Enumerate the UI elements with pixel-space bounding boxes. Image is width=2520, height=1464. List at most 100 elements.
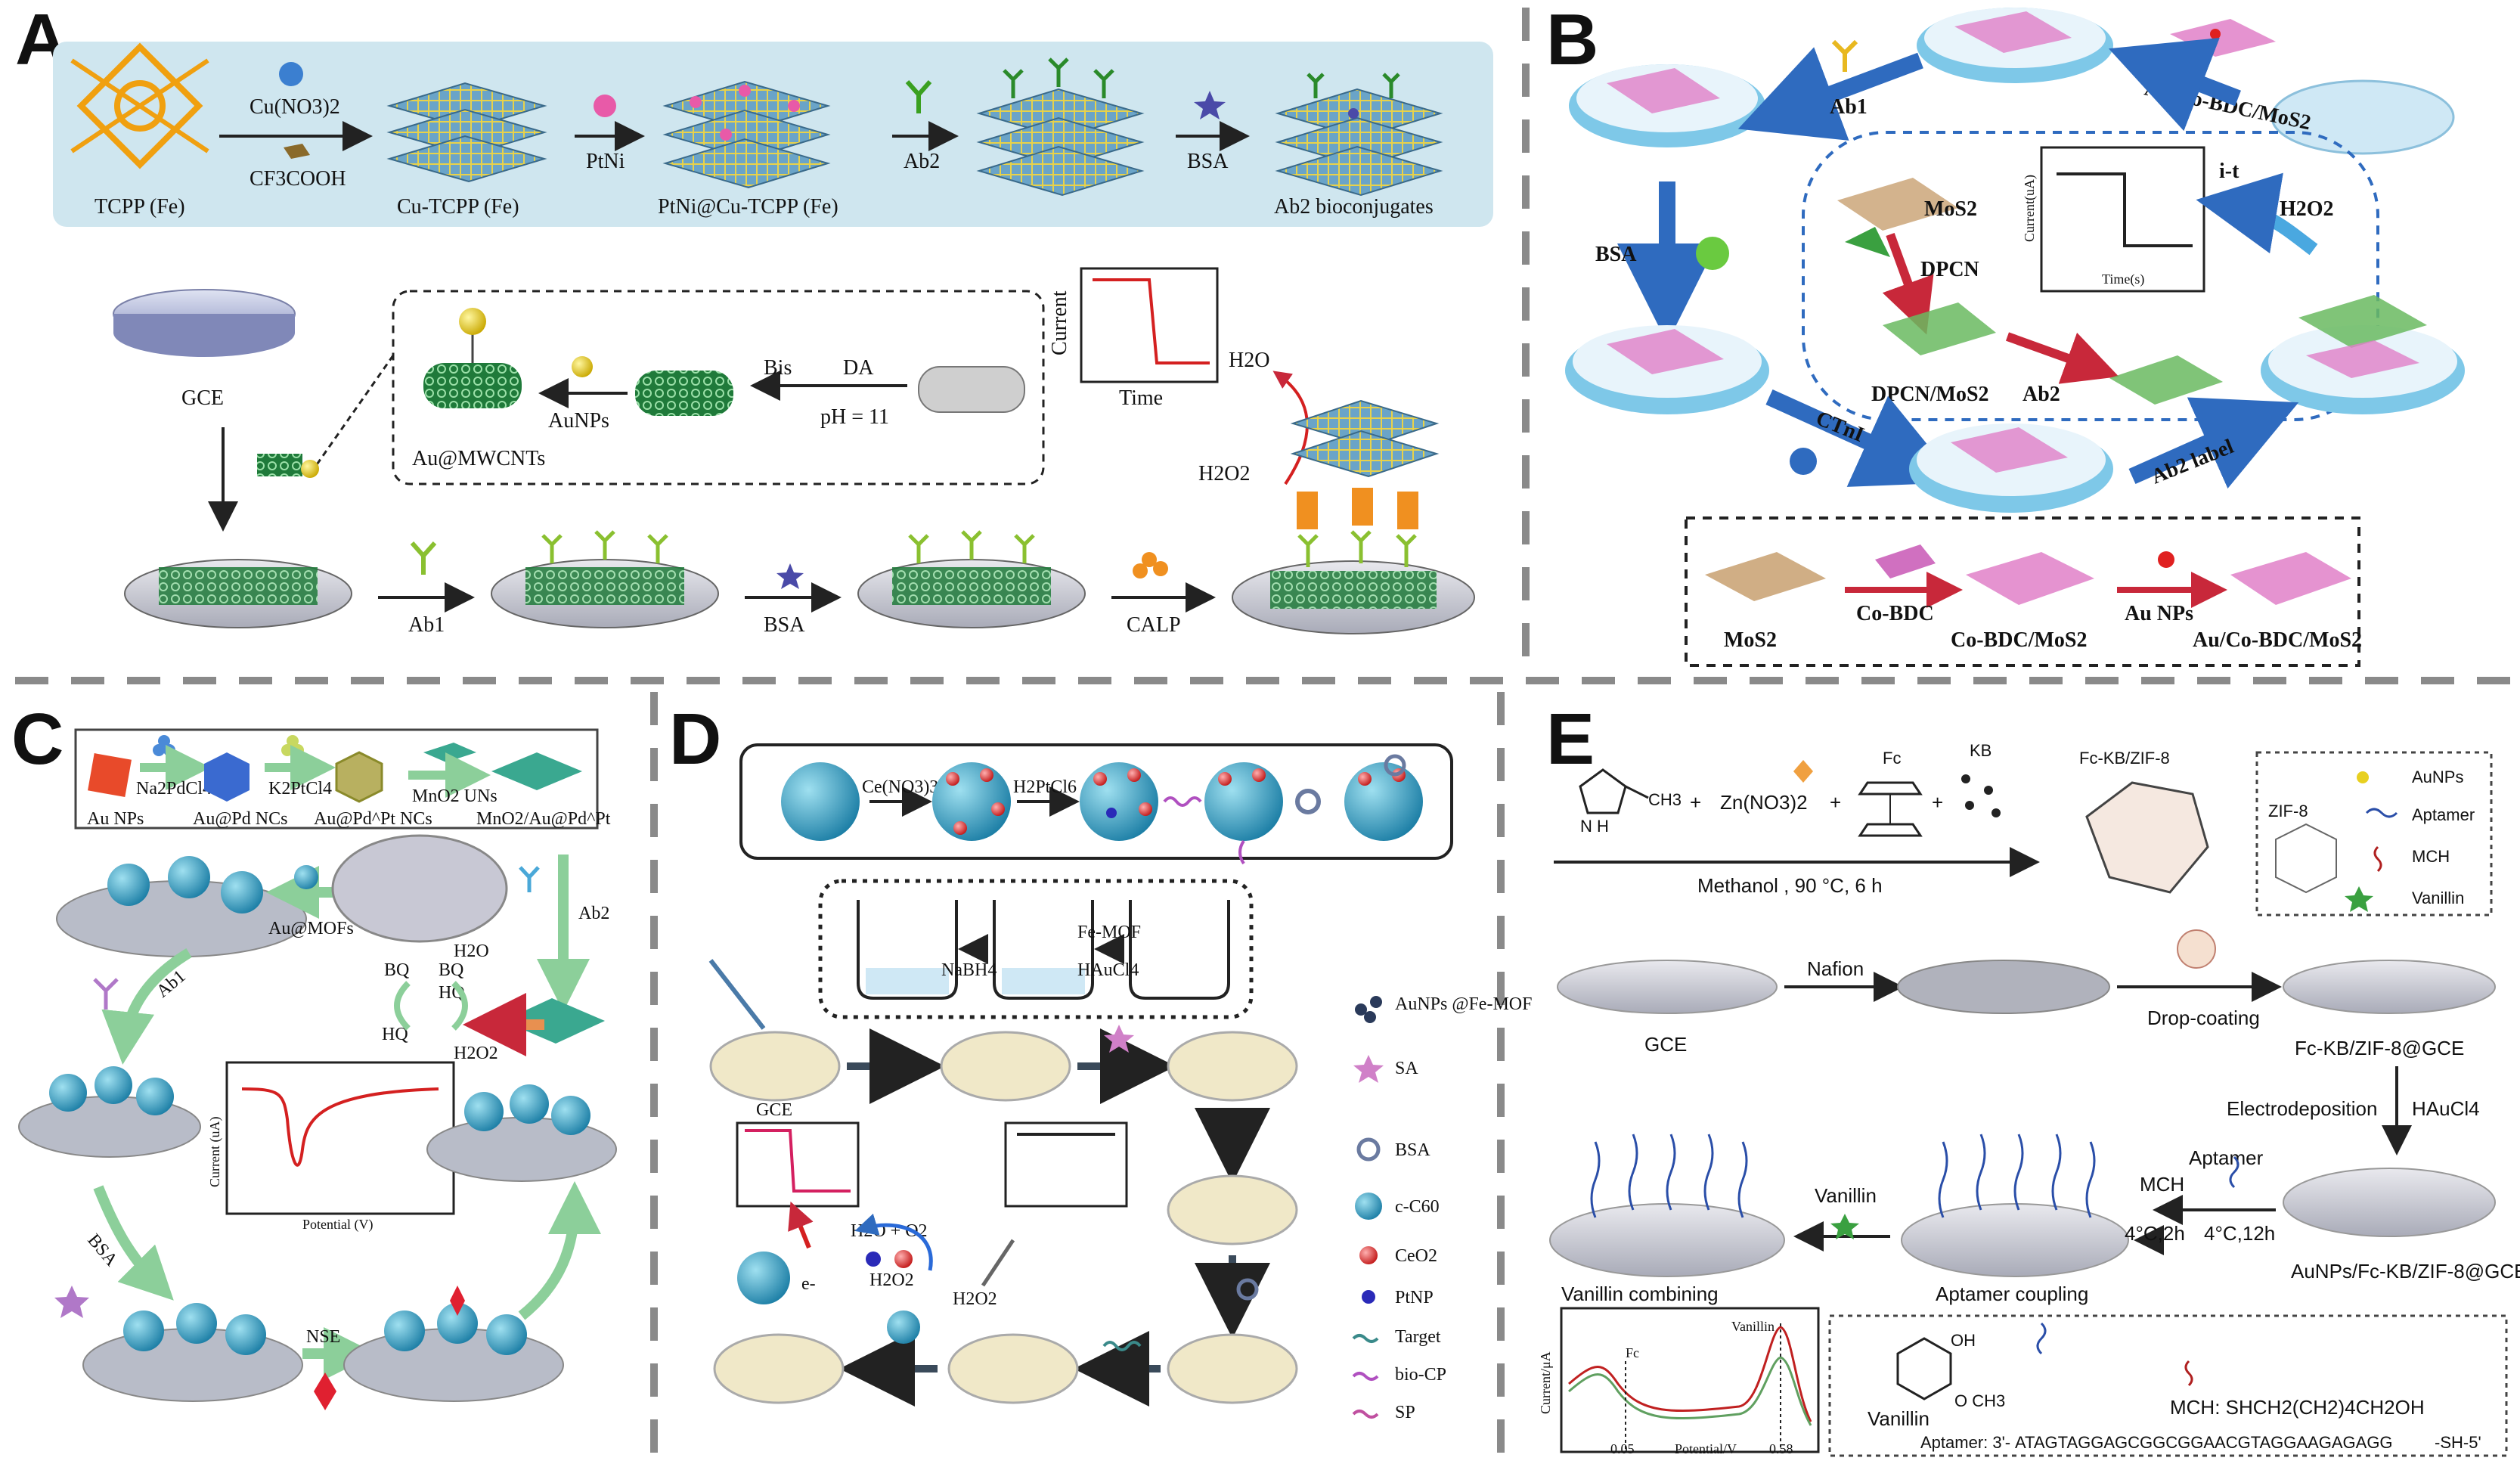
label-gce-e: GCE (1644, 1033, 1687, 1056)
legend-e-mch-icon (2373, 845, 2382, 873)
label-au-mofs: Au@MOFs (268, 919, 354, 938)
label-mno2-au: MnO2/Au@Pd^Pt (476, 809, 611, 829)
aunps-ball (572, 356, 593, 377)
electrode-step1 (124, 559, 352, 628)
cu-tcpp-sheets-icon (386, 82, 547, 183)
legend-d-4: CeO2 (1395, 1246, 1437, 1266)
e-aptamer-strand (2229, 1155, 2239, 1189)
label-bq-1: BQ (384, 960, 409, 980)
panel-b-letter: B (1546, 0, 1598, 80)
c-pt-dots (281, 735, 304, 756)
e-zif-polyhedron (2085, 781, 2209, 894)
label-ab2-c: Ab2 (578, 904, 609, 923)
legend-target-icon (1352, 1334, 1379, 1343)
c-electrode-topleft (56, 856, 307, 957)
d-target-wave (1163, 796, 1202, 807)
label-it: i-t (2219, 160, 2239, 183)
label-h2o2-b: H2O2 (2280, 197, 2334, 221)
d-c60-small (887, 1310, 920, 1344)
legend-e-2: MCH (2412, 847, 2450, 866)
d-cross-arrow (981, 1239, 1015, 1287)
label-mch-e: MCH (2140, 1173, 2184, 1196)
b-ab1-icon (1831, 39, 1858, 72)
label-current-c: Current (uA) (207, 1117, 223, 1187)
d-plot-1 (736, 1121, 860, 1208)
label-aptamer-coupling: Aptamer coupling (1936, 1283, 2088, 1305)
legend-e-3: Vanillin (2412, 889, 2464, 907)
label-h2o2-d2: H2O2 (953, 1289, 997, 1309)
arrow-c-return (518, 1181, 601, 1320)
e-vanillin-strands (1590, 1134, 1748, 1218)
c-ab1-icon (93, 978, 119, 1010)
arrow-b-h2o2 (2196, 172, 2318, 256)
label-ab2-b: Ab2 (2023, 383, 2060, 406)
e-diamond (1793, 760, 1813, 783)
e-methyl-bond (1625, 785, 1649, 799)
e-aunps-disk (2283, 1168, 2496, 1237)
c-mno2-tag (503, 998, 605, 1044)
label-bis: Bis (764, 356, 792, 380)
d-ceo2-dot (894, 1250, 913, 1268)
b-bottom-synthesis-box (1685, 516, 2360, 667)
legend-sp-icon (1352, 1410, 1379, 1419)
b-dpcn-mos2-icon (1883, 302, 1996, 355)
c-electrode-bottomright (343, 1286, 564, 1402)
legend-d-3: c-C60 (1395, 1197, 1440, 1217)
label-h2o-c: H2O (454, 941, 489, 961)
legend-e-0: AuNPs (2412, 768, 2463, 786)
arrow-b-au-co (2108, 37, 2241, 132)
arrow-b-ab2 (2005, 332, 2119, 384)
legend-biocp-icon (1352, 1372, 1379, 1381)
label-potential-e: Potential/V (1675, 1441, 1737, 1456)
legend-ptnp-icon (1362, 1290, 1375, 1304)
e-struct-mch (2184, 1360, 2193, 1387)
legend-ceo2-icon (1359, 1246, 1378, 1264)
label-ptni-cu-tcpp: PtNi@Cu-TCPP (Fe) (658, 195, 838, 219)
legend-d-1: SA (1395, 1059, 1418, 1078)
au-attached-ball (459, 308, 486, 335)
tick-005: 0.05 (1610, 1441, 1635, 1456)
e-vanillin-disk (1549, 1203, 1785, 1277)
label-kb: KB (1970, 741, 1992, 760)
d-electrode-4 (1167, 1174, 1298, 1245)
label-drop-coating: Drop-coating (2147, 1006, 2260, 1029)
c-nse-diamond (314, 1372, 336, 1410)
cnt-small-icon (257, 454, 302, 476)
label-current-e: Current/μA (1538, 1351, 1553, 1414)
e-vanillin-star (1830, 1214, 1859, 1239)
c-pd-dots (153, 735, 175, 756)
label-ab2: Ab2 (904, 150, 940, 173)
label-och3: O CH3 (1954, 1391, 2005, 1410)
ab2-bioconjugate-icon (1275, 73, 1443, 197)
label-ch3-e: CH3 (1648, 790, 1682, 809)
label-fe-mof: Fe-MOF (1077, 923, 1141, 942)
label-na2pdcl4: Na2PdCl4 (136, 779, 212, 799)
legend-c60-icon (1355, 1193, 1382, 1220)
label-gce-a: GCE (181, 386, 224, 410)
label-fc-peak: Fc (1626, 1345, 1639, 1360)
d-beaker-2 (993, 900, 1094, 1000)
label-nse: NSE (306, 1327, 340, 1347)
e-aptamer-disk (1901, 1203, 2129, 1277)
label-cu-tcpp: Cu-TCPP (Fe) (397, 195, 519, 219)
label-h2ptcl6: H2PtCl6 (1013, 777, 1077, 797)
d-legend: AuNPs @Fe-MOF SA BSA c-C60 CeO2 PtNP Tar… (1352, 994, 1532, 1422)
electrode-final (1232, 399, 1475, 634)
label-gce-d: GCE (756, 1100, 792, 1120)
d-electrode-6 (947, 1333, 1079, 1404)
c-au-pd-icon (204, 752, 250, 802)
b-au-nps-dot (2158, 551, 2174, 568)
panel-c-synthesis-box (74, 728, 599, 830)
d-beaker-3 (1129, 900, 1230, 1000)
ptni-ball (594, 95, 616, 117)
label-fc-kb-zif: Fc-KB/ZIF-8 (2079, 749, 2170, 768)
label-mch-formula: MCH: SHCH2(CH2)4CH2OH (2170, 1396, 2425, 1419)
b-it-plot (2040, 146, 2205, 293)
label-zn-nitrate: Zn(NO3)2 (1720, 791, 1808, 814)
label-ce-nitrate: Ce(NO3)3 (862, 777, 938, 797)
d-target-wave-2 (1102, 1341, 1142, 1351)
label-zif8: ZIF-8 (2268, 802, 2308, 820)
label-haucl4-e: HAuCl4 (2412, 1097, 2480, 1120)
d-bsa-ring (1295, 789, 1321, 814)
label-calp: CALP (1127, 613, 1181, 637)
